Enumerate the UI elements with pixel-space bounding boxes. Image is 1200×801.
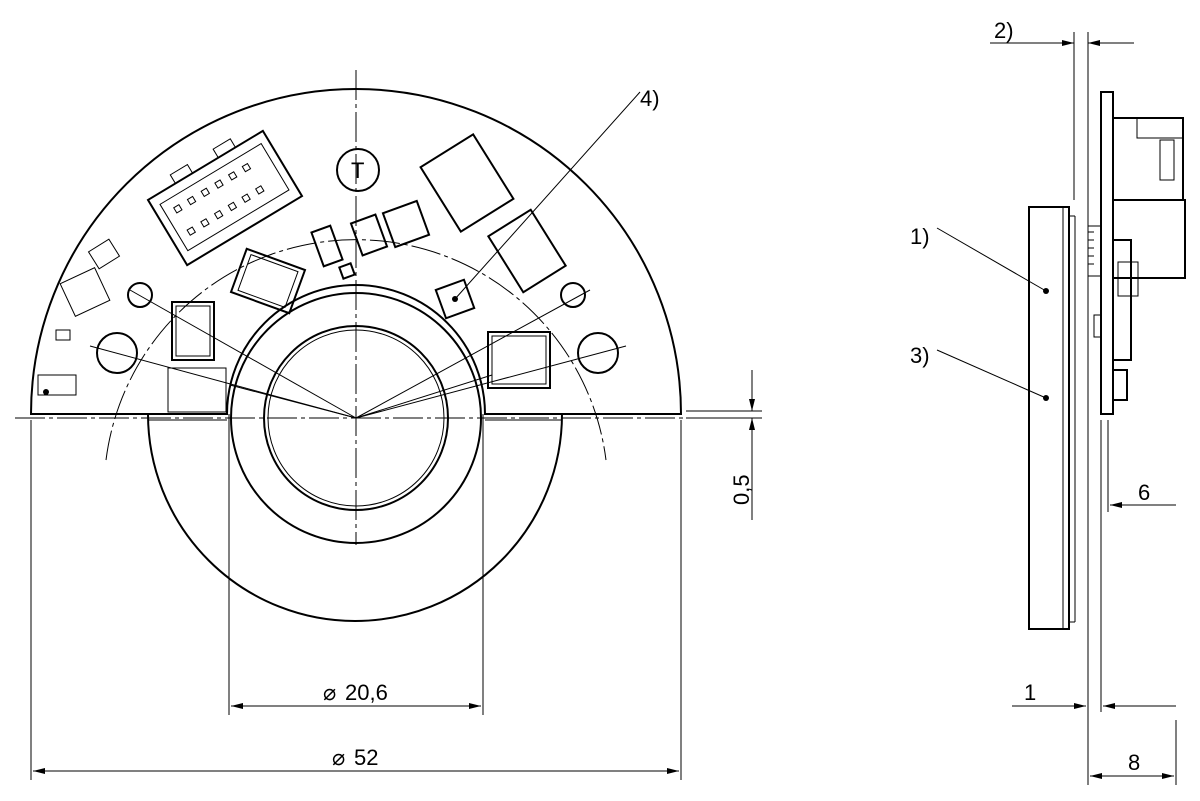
- components: [37, 132, 568, 413]
- sensor-ic: [434, 278, 476, 320]
- smd-left-a: [87, 238, 121, 270]
- dim-8-label: 8: [1128, 750, 1140, 775]
- dim-inner-symbol: ⌀: [323, 680, 336, 705]
- mounting-hole-left: [96, 332, 138, 374]
- callout-3-leader: [936, 349, 1047, 399]
- dim-outer-label: 52: [354, 745, 378, 770]
- top-pad-mark: T: [351, 158, 364, 183]
- dim-1: 1: [1012, 680, 1176, 709]
- chip-c: [419, 132, 515, 234]
- dim-callout-2: 2): [990, 18, 1134, 46]
- connector: [146, 129, 304, 267]
- dim-outer-symbol: ⌀: [332, 745, 345, 770]
- pcb-outline: [29, 88, 683, 415]
- dim-gap-label: 0,5: [729, 474, 754, 505]
- magnet-block: [1028, 206, 1070, 630]
- dim-6: 6: [1110, 480, 1176, 508]
- ic-large: [229, 247, 307, 315]
- pcb-side: [1100, 91, 1114, 415]
- callout-4: 4): [640, 86, 660, 111]
- dim-outer-diameter: ⌀ 52: [30, 420, 682, 780]
- smd-left-b: [59, 266, 111, 318]
- diode: [310, 224, 344, 268]
- callout-2: 2): [994, 18, 1014, 43]
- bottom-pad-left: [167, 367, 227, 413]
- smd-left-c: [55, 329, 71, 341]
- dim-gap: 0,5: [686, 370, 762, 520]
- callout-1-leader: [936, 227, 1047, 292]
- chip-d: [486, 208, 568, 294]
- chip-a: [349, 213, 389, 257]
- dim-inner-label: 20,6: [345, 680, 388, 705]
- callout-3: 3): [910, 343, 930, 368]
- dim-8: 8: [1090, 750, 1174, 779]
- callout-1: 1): [910, 224, 930, 249]
- mounting-hole-right: [577, 332, 619, 374]
- small-cap: [338, 262, 356, 280]
- callout-4-leader: [454, 91, 641, 300]
- radial-lines: [89, 289, 627, 419]
- magnet-ring-outer: [147, 413, 563, 622]
- via-left: [127, 282, 153, 308]
- dim-1-label: 1: [1024, 680, 1036, 705]
- front-view: T: [15, 70, 762, 780]
- side-view: 1) 3) 2) 6 1 8: [910, 18, 1186, 785]
- smd-left-d: [37, 374, 77, 396]
- dim-6-label: 6: [1138, 480, 1150, 505]
- dim-inner-diameter: ⌀ 20,6: [228, 414, 484, 715]
- mounting-hole-top: [336, 148, 380, 192]
- square-pad-right: [487, 331, 551, 389]
- chip-b: [381, 199, 431, 249]
- via-right: [560, 282, 586, 308]
- square-pad-left: [171, 301, 215, 361]
